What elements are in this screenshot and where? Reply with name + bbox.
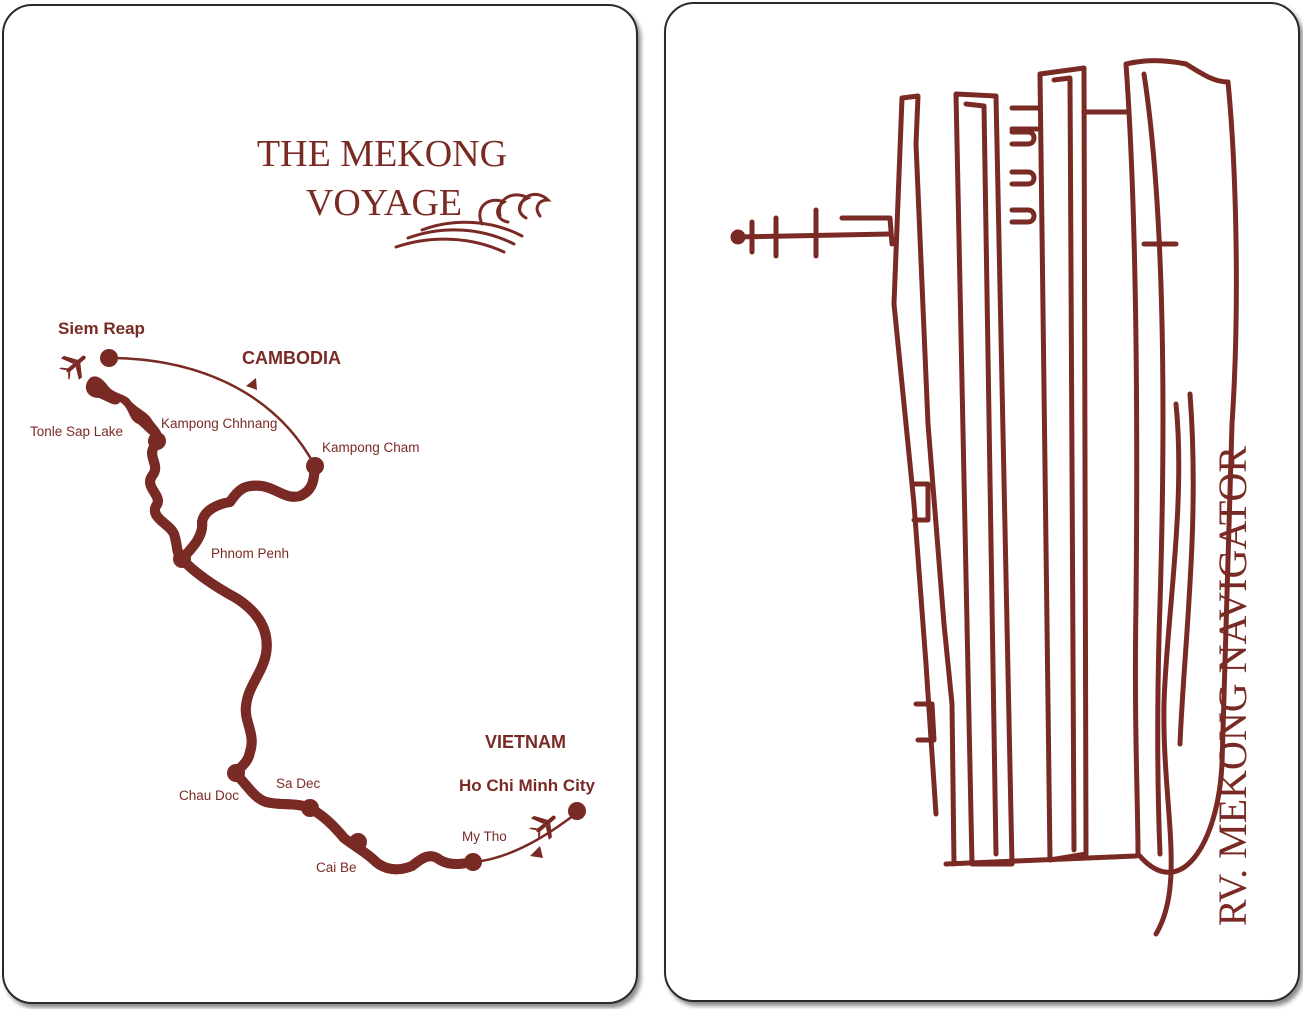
overland-route <box>108 356 579 864</box>
ship-name: RV. MEKONG NAVIGATOR <box>1210 446 1255 927</box>
label-tonle-sap-lake: Tonle Sap Lake <box>30 424 123 439</box>
marker-cai-be <box>349 833 367 851</box>
label-my-tho: My Tho <box>462 829 507 844</box>
wave-icon <box>394 192 552 254</box>
airplane-icon <box>529 815 556 840</box>
label-vietnam: VIETNAM <box>485 732 566 752</box>
label-sa-dec: Sa Dec <box>276 776 321 791</box>
label-ho-chi-minh-city: Ho Chi Minh City <box>459 776 596 795</box>
label-chau-doc: Chau Doc <box>179 788 239 803</box>
marker-phnom-penh <box>173 550 191 568</box>
label-cai-be: Cai Be <box>316 860 357 875</box>
marker-chau-doc <box>227 764 245 782</box>
mekong-river <box>150 438 479 869</box>
marker-kampong-chhnang <box>148 432 166 450</box>
label-cambodia: CAMBODIA <box>242 348 341 368</box>
marker-ho-chi-minh-city <box>568 802 586 820</box>
marker-kampong-cham <box>306 457 324 475</box>
marker-my-tho <box>464 853 482 871</box>
ship-illustration: RV. MEKONG NAVIGATOR <box>730 58 1255 937</box>
title-line-2: VOYAGE <box>306 182 462 224</box>
ship-card: RV. MEKONG NAVIGATOR <box>664 2 1300 1002</box>
marker-sa-dec <box>301 799 319 817</box>
label-kampong-cham: Kampong Cham <box>322 440 420 455</box>
label-phnom-penh: Phnom Penh <box>211 546 289 561</box>
label-kampong-chhnang: Kampong Chhnang <box>161 416 277 431</box>
marker-siem-reap <box>100 349 118 367</box>
airplane-icon <box>59 355 86 380</box>
map-card: THE MEKONG VOYAGE <box>2 4 638 1004</box>
direction-arrow <box>246 378 257 390</box>
label-siem-reap: Siem Reap <box>58 319 145 338</box>
direction-arrow <box>530 846 543 858</box>
title-line-1: THE MEKONG <box>257 133 507 175</box>
tonle-sap-lake-shape <box>85 376 163 440</box>
route-map: THE MEKONG VOYAGE <box>30 133 596 875</box>
